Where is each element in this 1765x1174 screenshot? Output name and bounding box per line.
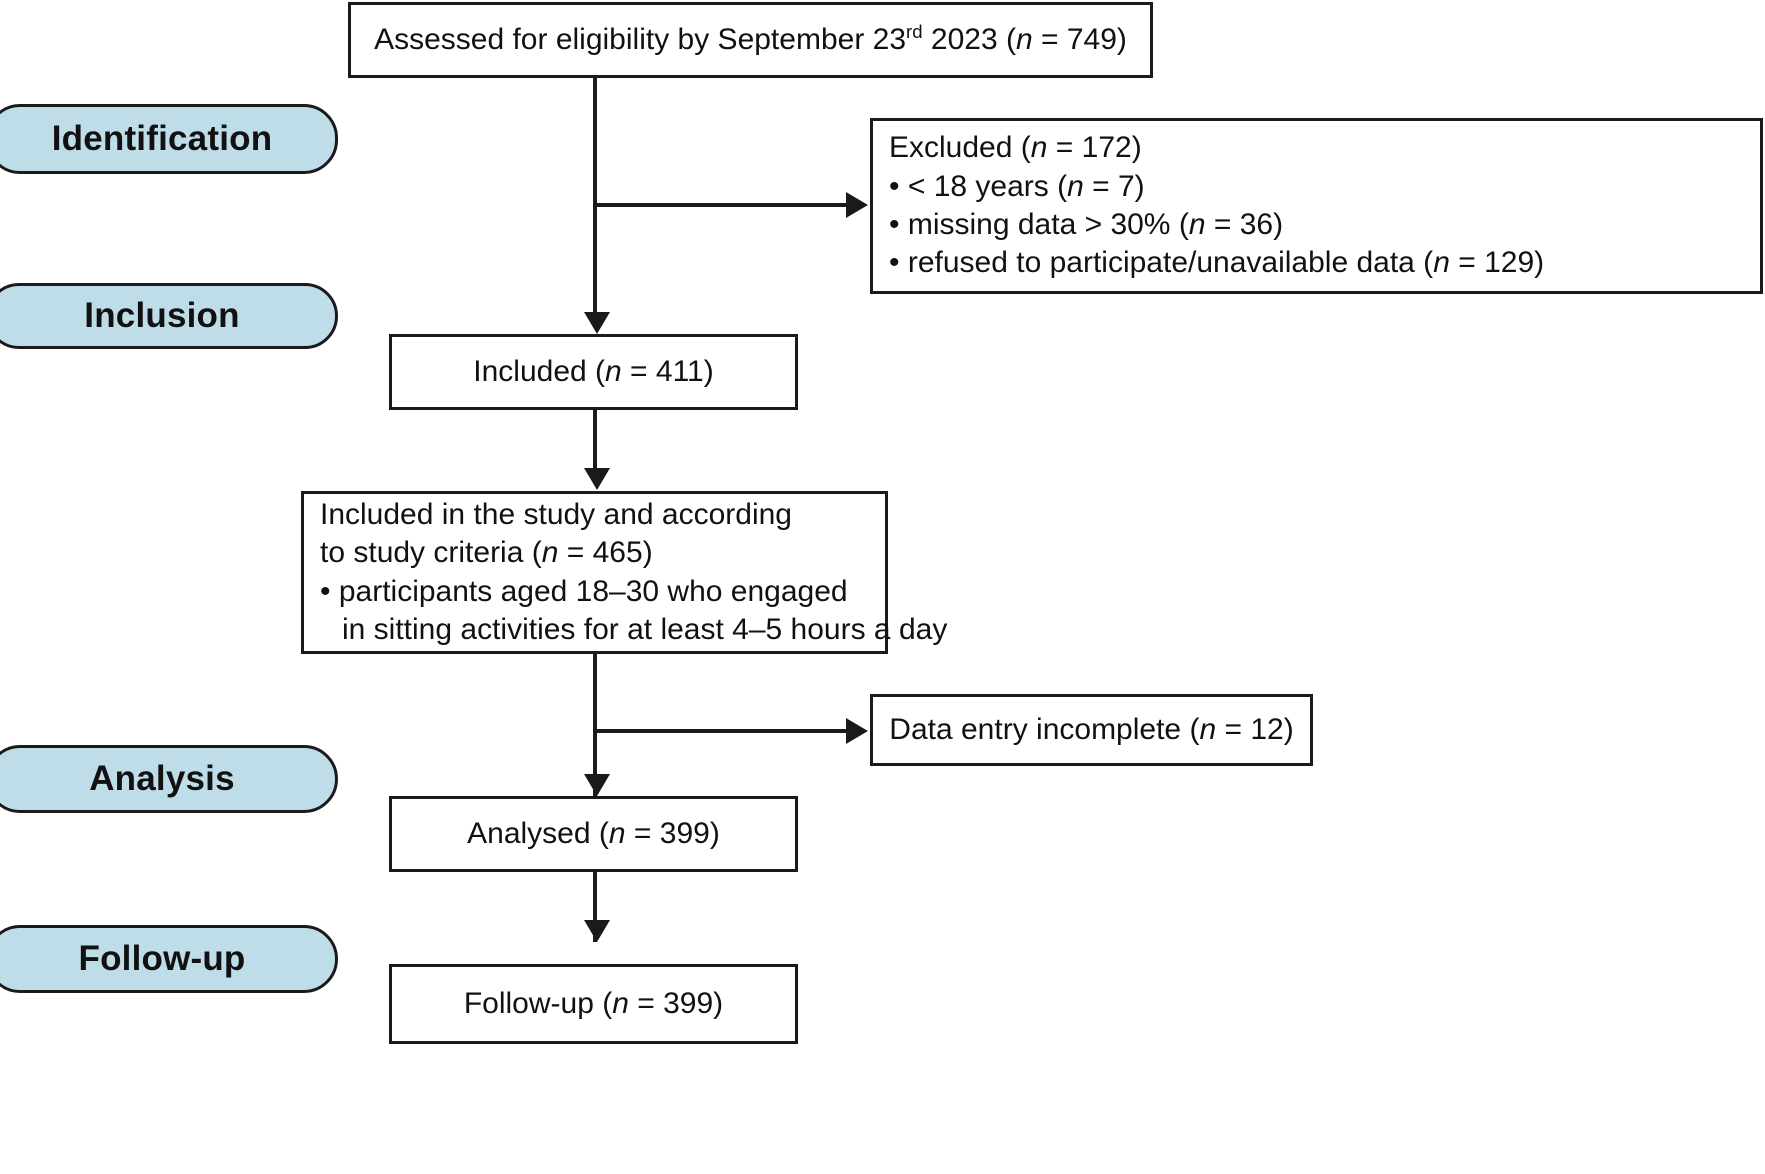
excluded-bullet-refused-equals: = bbox=[1449, 246, 1485, 280]
analysed-equals: = bbox=[625, 816, 660, 850]
stage-label-analysis: Analysis bbox=[0, 745, 338, 813]
included-close-paren: ) bbox=[703, 354, 714, 388]
data-entry-incomplete-prefix: Data entry incomplete ( bbox=[889, 712, 1200, 746]
assessed-prefix: Assessed for eligibility by September 23 bbox=[374, 22, 907, 56]
excluded-heading-n-symbol: n bbox=[1030, 131, 1048, 165]
excluded-bullet-refused-close: ) bbox=[1534, 246, 1545, 280]
criteria-close-paren: ) bbox=[642, 536, 653, 570]
excluded-bullet-missing-data-close: ) bbox=[1273, 208, 1284, 241]
stage-label-inclusion-text: Inclusion bbox=[84, 296, 240, 335]
stage-label-follow-up-text: Follow-up bbox=[78, 939, 246, 978]
excluded-bullet-refused-text: • refused to participate/unavailable dat… bbox=[889, 246, 1434, 280]
stage-label-inclusion: Inclusion bbox=[0, 283, 338, 349]
criteria-n-symbol: n bbox=[541, 536, 559, 570]
excluded-bullet-refused-n-value: 129 bbox=[1484, 246, 1535, 280]
stage-label-identification-text: Identification bbox=[51, 119, 273, 158]
stage-label-follow-up: Follow-up bbox=[0, 925, 338, 993]
excluded-bullet-missing-data-equals: = bbox=[1205, 208, 1240, 241]
criteria-n-value: 465 bbox=[592, 536, 643, 570]
excluded-heading-n-value: 172 bbox=[1081, 131, 1132, 165]
box-included: Included (n = 411) bbox=[389, 334, 798, 410]
excluded-bullet-refused: • refused to participate/unavailable dat… bbox=[889, 244, 1744, 282]
included-prefix: Included ( bbox=[473, 354, 606, 388]
arrowhead-to-included bbox=[584, 312, 610, 334]
assessed-close-paren: ) bbox=[1116, 22, 1127, 56]
stage-label-analysis-text: Analysis bbox=[89, 759, 235, 798]
assessed-text: Assessed for eligibility by September 23… bbox=[374, 21, 1127, 59]
excluded-bullet-age-text: • < 18 years ( bbox=[889, 169, 1068, 203]
assessed-year: 2023 ( bbox=[922, 22, 1016, 56]
excluded-bullet-missing-data-n-symbol: n bbox=[1188, 208, 1206, 241]
connector-included-to-criteria bbox=[593, 410, 597, 472]
excluded-bullet-missing-data-n-value: 36 bbox=[1239, 208, 1274, 241]
excluded-bullet-missing-data-text: • missing data > 30% ( bbox=[889, 208, 1189, 241]
excluded-bullet-age-close: ) bbox=[1134, 169, 1145, 203]
connector-analysed-to-followup bbox=[593, 872, 597, 942]
box-excluded: Excluded (n = 172) • < 18 years (n = 7) … bbox=[870, 118, 1763, 294]
box-analysed: Analysed (n = 399) bbox=[389, 796, 798, 872]
criteria-line-2-prefix: to study criteria ( bbox=[320, 536, 542, 570]
data-entry-incomplete-text: Data entry incomplete (n = 12) bbox=[889, 711, 1293, 749]
excluded-bullet-age-n-value: 7 bbox=[1117, 169, 1135, 203]
box-data-entry-incomplete: Data entry incomplete (n = 12) bbox=[870, 694, 1313, 766]
excluded-heading: Excluded (n = 172) bbox=[889, 129, 1744, 167]
criteria-line-2: to study criteria (n = 465) bbox=[320, 534, 869, 572]
followup-close-paren: ) bbox=[713, 986, 724, 1020]
data-entry-incomplete-equals: = bbox=[1216, 712, 1251, 746]
included-text: Included (n = 411) bbox=[473, 353, 713, 391]
assessed-n-symbol: n bbox=[1015, 22, 1033, 56]
analysed-n-value: 399 bbox=[659, 816, 710, 850]
included-n-symbol: n bbox=[605, 354, 622, 388]
followup-n-symbol: n bbox=[612, 986, 629, 1020]
assessed-equals: = bbox=[1032, 22, 1067, 56]
assessed-ordinal: rd bbox=[906, 20, 923, 42]
arrowhead-to-analysed bbox=[584, 774, 610, 796]
analysed-prefix: Analysed ( bbox=[467, 816, 609, 850]
followup-equals: = bbox=[628, 986, 664, 1020]
excluded-bullet-age-equals: = bbox=[1083, 169, 1118, 203]
box-included-criteria: Included in the study and according to s… bbox=[301, 491, 948, 654]
arrowhead-to-followup bbox=[584, 920, 610, 942]
excluded-heading-prefix: Excluded ( bbox=[889, 131, 1031, 165]
excluded-bullet-refused-n-symbol: n bbox=[1433, 246, 1450, 280]
box-followup: Follow-up (n = 399) bbox=[389, 964, 798, 1044]
criteria-bullet: • participants aged 18–30 who engaged bbox=[320, 574, 848, 608]
analysed-n-symbol: n bbox=[608, 816, 626, 850]
arrowhead-to-data-entry-incomplete bbox=[846, 718, 868, 744]
assessed-n-value: 749 bbox=[1066, 22, 1117, 56]
data-entry-incomplete-n-symbol: n bbox=[1199, 712, 1217, 746]
followup-text: Follow-up (n = 399) bbox=[464, 985, 723, 1023]
criteria-line-1: Included in the study and according bbox=[320, 497, 792, 531]
data-entry-incomplete-close-paren: ) bbox=[1283, 712, 1294, 746]
stage-label-identification: Identification bbox=[0, 104, 338, 174]
data-entry-incomplete-n-value: 12 bbox=[1250, 712, 1284, 746]
excluded-heading-equals: = bbox=[1047, 131, 1082, 165]
box-assessed-for-eligibility: Assessed for eligibility by September 23… bbox=[348, 2, 1153, 78]
analysed-close-paren: ) bbox=[709, 816, 720, 850]
arrowhead-to-excluded bbox=[846, 192, 868, 218]
excluded-bullet-age-n-symbol: n bbox=[1067, 169, 1084, 203]
connector-criteria-to-analysed bbox=[593, 654, 597, 796]
excluded-bullet-missing-data: • missing data > 30% (n = 36) bbox=[889, 206, 1744, 244]
criteria-bullet-continuation: in sitting activities for at least 4–5 h… bbox=[342, 612, 948, 646]
excluded-bullet-age: • < 18 years (n = 7) bbox=[889, 168, 1744, 206]
included-n-value: 411 bbox=[655, 354, 704, 388]
followup-prefix: Follow-up ( bbox=[463, 986, 613, 1020]
included-equals: = bbox=[621, 354, 656, 388]
followup-n-value: 399 bbox=[663, 986, 714, 1020]
connector-to-data-entry-incomplete bbox=[593, 729, 846, 733]
criteria-equals: = bbox=[558, 536, 593, 570]
analysed-text: Analysed (n = 399) bbox=[467, 815, 720, 853]
arrowhead-to-criteria bbox=[584, 468, 610, 490]
connector-to-excluded bbox=[593, 203, 846, 207]
connector-assessed-to-included bbox=[593, 78, 597, 312]
excluded-heading-close: ) bbox=[1131, 131, 1142, 165]
